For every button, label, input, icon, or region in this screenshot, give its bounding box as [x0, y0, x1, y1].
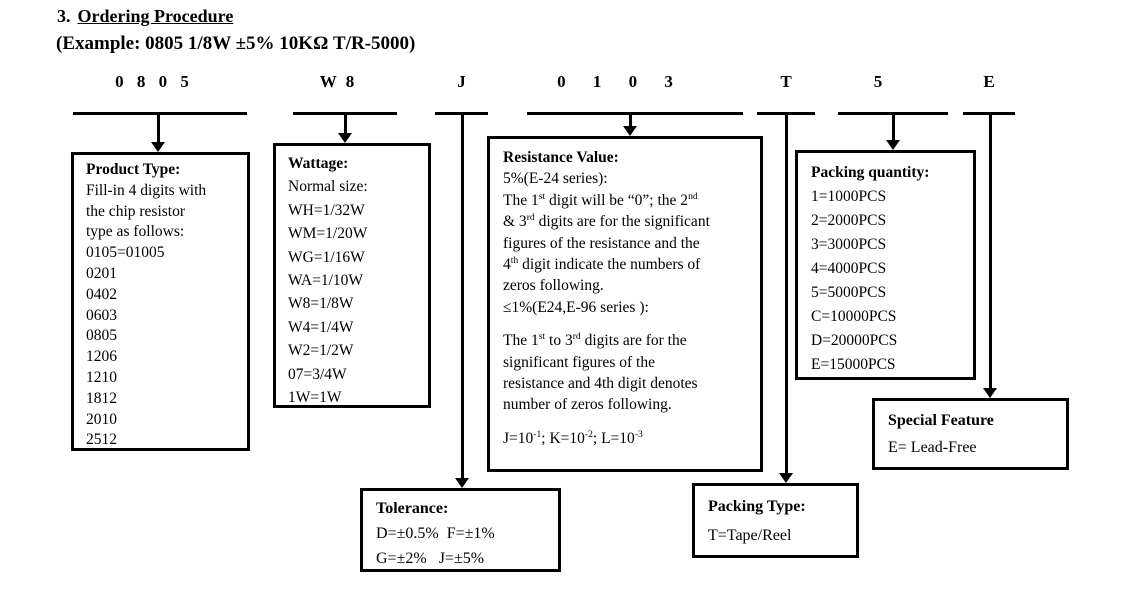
connector-special-feature: [989, 114, 992, 388]
resistance-value-box-lines: 5%(E-24 series):The 1st digit will be “0…: [503, 170, 710, 447]
packing-type-box: Packing Type: T=Tape/Reel: [692, 483, 859, 558]
resistance-value-box: Resistance Value: 5%(E-24 series):The 1s…: [487, 136, 763, 472]
code-segment-packing-type: T: [780, 72, 792, 91]
connector-product-type: [157, 114, 160, 144]
underline-wattage: [293, 112, 397, 115]
code-segment-special-feature: E: [983, 72, 995, 91]
special-feature-box-title: Special Feature: [888, 412, 994, 429]
underline-tolerance: [435, 112, 488, 115]
code-segment-packing-quantity: 5: [873, 72, 883, 91]
arrow-down-icon: [623, 126, 637, 136]
resistance-value-box-title: Resistance Value:: [503, 149, 619, 166]
connector-tolerance: [461, 114, 464, 478]
connector-resistance-value: [629, 114, 632, 127]
tolerance-box-lines: D=±0.5% F=±1%G=±2% J=±5%: [376, 525, 495, 567]
arrow-down-icon: [779, 473, 793, 483]
underline-resistance-value: [527, 112, 743, 115]
packing-type-box-title: Packing Type:: [708, 498, 806, 515]
section-title: 3. Ordering Procedure: [57, 6, 233, 27]
section-title-text: Ordering Procedure: [77, 6, 234, 26]
connector-wattage: [344, 114, 347, 134]
connector-packing-quantity: [892, 114, 895, 140]
connector-packing-type: [785, 114, 788, 473]
special-feature-box-lines: E= Lead-Free: [888, 439, 977, 456]
packing-quantity-box-title: Packing quantity:: [811, 164, 930, 181]
special-feature-box: Special Feature E= Lead-Free: [872, 398, 1069, 470]
arrow-down-icon: [338, 133, 352, 143]
underline-packing-quantity: [838, 112, 948, 115]
underline-packing-type: [757, 112, 815, 115]
example-line: (Example: 0805 1/8W ±5% 10KΩ T/R-5000): [56, 33, 416, 54]
arrow-down-icon: [455, 478, 469, 488]
tolerance-box-title: Tolerance:: [376, 500, 449, 517]
packing-type-box-lines: T=Tape/Reel: [708, 527, 792, 544]
wattage-box-title: Wattage:: [288, 155, 349, 172]
arrow-down-icon: [886, 140, 900, 150]
product-type-box-title: Product Type:: [86, 161, 181, 178]
underline-special-feature: [963, 112, 1015, 115]
arrow-down-icon: [151, 142, 165, 152]
code-segment-wattage: W 8: [319, 72, 355, 91]
section-number: 3.: [57, 6, 71, 26]
tolerance-box: Tolerance: D=±0.5% F=±1%G=±2% J=±5%: [360, 488, 561, 572]
arrow-down-icon: [983, 388, 997, 398]
code-segment-product-type: 0 8 0 5: [115, 72, 189, 91]
underline-product-type: [73, 112, 247, 115]
code-segment-tolerance: J: [457, 72, 466, 91]
code-segment-resistance-value: 0 1 0 3: [557, 72, 673, 91]
